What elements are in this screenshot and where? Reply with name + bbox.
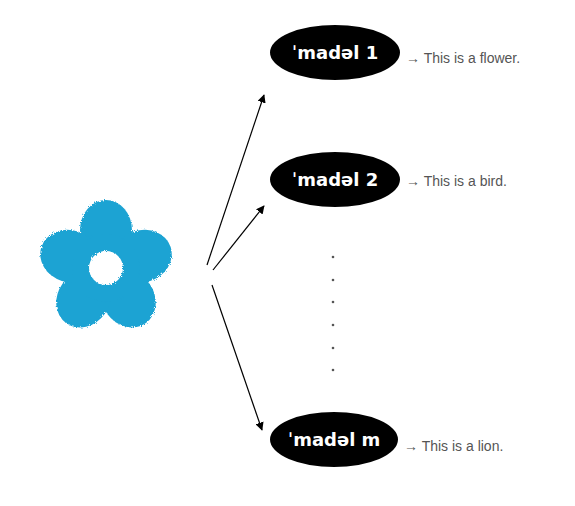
model-ellipse: ˈmadəl m [270, 412, 398, 467]
model-ellipse: ˈmadəl 1 [270, 25, 400, 80]
prediction-text: → This is a lion. [404, 438, 503, 454]
pointer-arrow [213, 206, 264, 270]
pointer-arrow [212, 285, 262, 430]
prediction-text: → This is a flower. [406, 50, 520, 66]
ellipsis-dots [332, 256, 335, 372]
model-name: ˈmadəl m [288, 429, 381, 450]
flower-illustration [33, 200, 178, 338]
model-name: ˈmadəl 2 [292, 169, 378, 190]
prediction-text: → This is a bird. [406, 173, 507, 189]
model-name: ˈmadəl 1 [292, 42, 378, 63]
pointer-arrow [207, 95, 264, 265]
model-ellipse: ˈmadəl 2 [270, 152, 400, 207]
pointer-arrows [207, 95, 264, 430]
